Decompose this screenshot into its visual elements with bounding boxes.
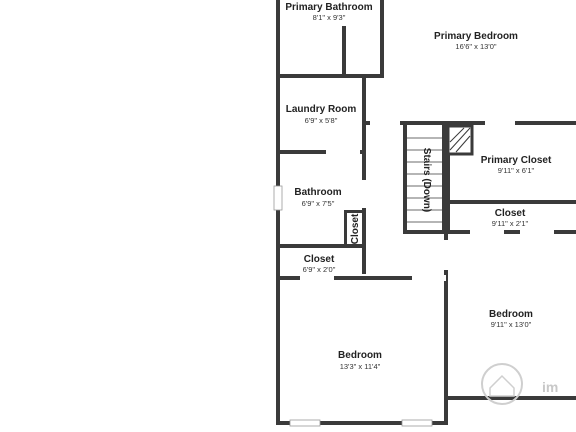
windows	[273, 185, 433, 427]
small-closet-name: Closet	[350, 213, 361, 244]
stair-treads	[407, 137, 442, 223]
bathroom-name: Bathroom	[294, 187, 341, 198]
watermark: im	[481, 363, 558, 405]
primary-bathroom-dims: 8'1" x 9'3"	[313, 13, 346, 22]
bedroom-left-name: Bedroom	[338, 350, 382, 361]
doors	[300, 120, 554, 281]
bedroom-right-name: Bedroom	[489, 309, 533, 320]
primary-closet-name: Primary Closet	[481, 155, 552, 166]
bathroom-dims: 6'9" x 7'5"	[302, 199, 335, 208]
closet-right-name: Closet	[495, 208, 526, 219]
stairs-label: Stairs (Down)	[421, 148, 432, 212]
primary-bathroom-name: Primary Bathroom	[285, 2, 372, 13]
laundry-room-name: Laundry Room	[286, 104, 357, 115]
house-icon	[489, 374, 515, 397]
closet-right-dims: 9'11" x 2'1"	[492, 219, 529, 228]
watermark-text: im	[542, 379, 558, 395]
home-logo-icon	[481, 363, 523, 405]
closet-left-dims: 6'9" x 2'0"	[303, 265, 336, 274]
closet-left-name: Closet	[304, 254, 335, 265]
room-labels: Primary Bathroom 8'1" x 9'3" Primary Bed…	[285, 2, 552, 371]
bedroom-right-dims: 9'11" x 13'0"	[491, 320, 532, 329]
walls	[276, 0, 576, 425]
primary-bedroom-name: Primary Bedroom	[434, 31, 518, 42]
laundry-room-dims: 6'9" x 5'8"	[305, 116, 338, 125]
primary-bedroom-dims: 16'6" x 13'0"	[455, 42, 496, 51]
bedroom-left-dims: 13'3" x 11'4"	[340, 362, 381, 371]
primary-closet-dims: 9'11" x 6'1"	[498, 166, 535, 175]
